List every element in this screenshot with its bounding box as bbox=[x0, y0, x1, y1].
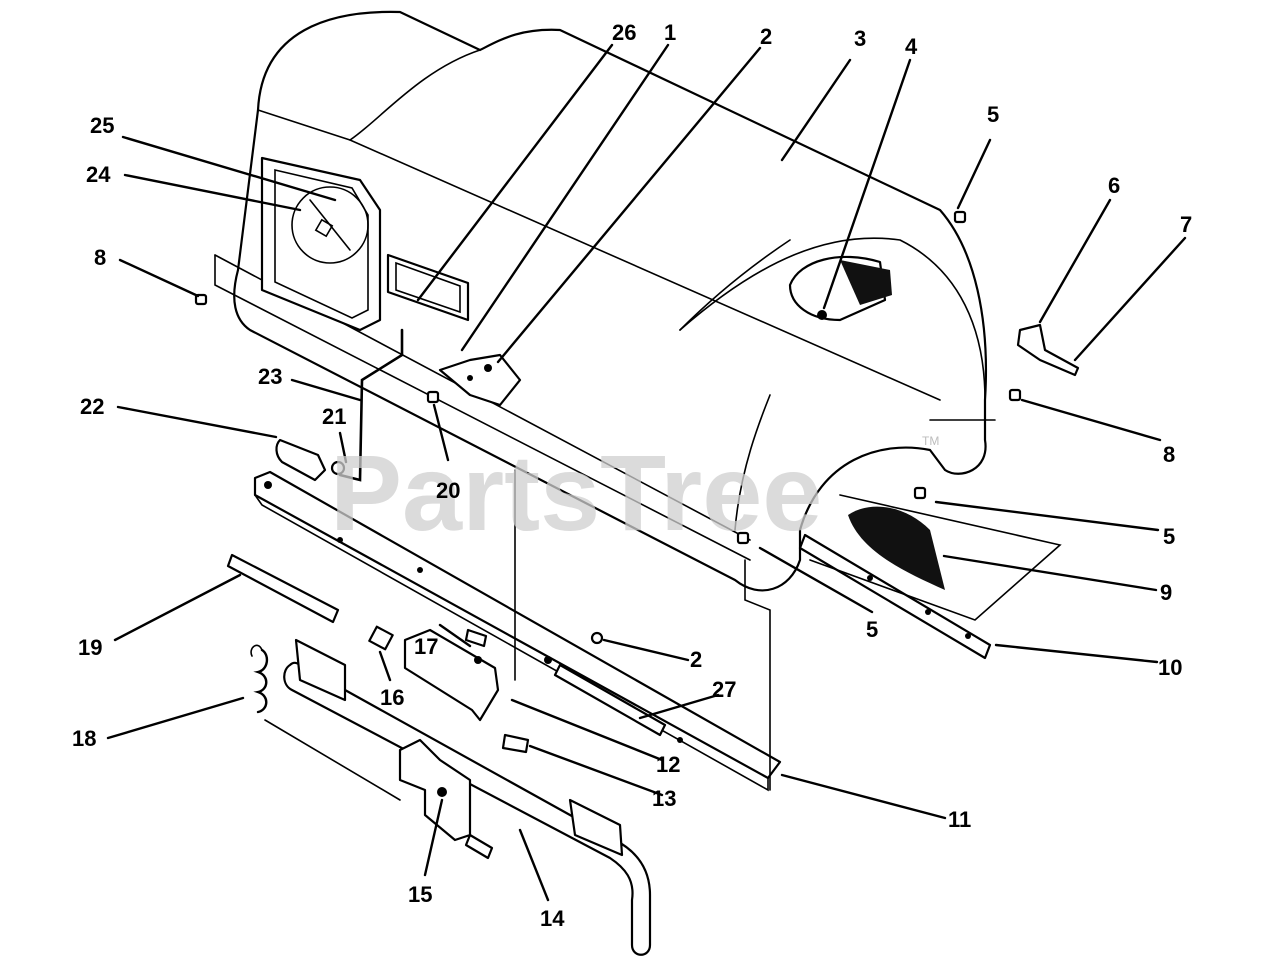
support-line-right bbox=[744, 559, 771, 791]
spring bbox=[250, 644, 269, 714]
callout-20: 20 bbox=[436, 478, 460, 503]
callout-2-lower: 2 bbox=[690, 647, 702, 672]
callout-19: 19 bbox=[78, 635, 102, 660]
callout-17: 17 bbox=[414, 634, 438, 659]
callout-4: 4 bbox=[905, 34, 918, 59]
callout-8-right: 8 bbox=[1163, 442, 1175, 467]
callout-11: 11 bbox=[948, 807, 971, 832]
callout-2: 2 bbox=[760, 24, 772, 49]
callout-1: 1 bbox=[664, 20, 676, 45]
callout-23: 23 bbox=[258, 364, 282, 389]
leader-lines bbox=[106, 43, 1187, 902]
pivot-rod bbox=[226, 553, 394, 651]
callout-15: 15 bbox=[408, 882, 432, 907]
callout-12: 12 bbox=[656, 752, 680, 777]
lift-rod bbox=[338, 328, 404, 482]
pivot-bracket bbox=[264, 719, 494, 860]
watermark-trademark: TM bbox=[922, 434, 939, 448]
callout-5-lower: 5 bbox=[866, 617, 878, 642]
callout-10: 10 bbox=[1158, 655, 1182, 680]
knob bbox=[275, 438, 346, 482]
callout-5-right: 5 bbox=[1163, 524, 1175, 549]
callout-9: 9 bbox=[1160, 580, 1172, 605]
deflector-bracket bbox=[1016, 323, 1080, 377]
handle-bracket bbox=[403, 628, 500, 722]
side-rail bbox=[798, 533, 992, 660]
callout-8: 8 bbox=[94, 245, 106, 270]
slide-plate bbox=[553, 663, 667, 737]
watermark-text: PartsTree bbox=[330, 432, 822, 553]
callout-3: 3 bbox=[854, 26, 866, 51]
callout-22: 22 bbox=[80, 394, 104, 419]
grille-top bbox=[788, 255, 892, 322]
latch-bracket bbox=[438, 353, 522, 407]
hood-cover bbox=[214, 10, 996, 592]
callout-25: 25 bbox=[90, 113, 114, 138]
callout-14: 14 bbox=[540, 906, 565, 931]
handle-bar bbox=[283, 638, 652, 956]
callout-16: 16 bbox=[380, 685, 404, 710]
callout-26: 26 bbox=[612, 20, 636, 45]
callout-7: 7 bbox=[1180, 212, 1192, 237]
discharge-opening bbox=[260, 156, 382, 332]
callout-24: 24 bbox=[86, 162, 111, 187]
callout-labels: 26 1 2 3 4 5 6 7 25 24 8 23 22 21 20 8 5… bbox=[72, 20, 1192, 931]
callout-21: 21 bbox=[322, 404, 346, 429]
callout-13: 13 bbox=[652, 786, 676, 811]
callout-5: 5 bbox=[987, 102, 999, 127]
callout-18: 18 bbox=[72, 726, 96, 751]
grille-screen bbox=[809, 494, 1062, 621]
fasteners bbox=[194, 210, 1022, 754]
callout-27: 27 bbox=[712, 677, 736, 702]
callout-6: 6 bbox=[1108, 173, 1120, 198]
